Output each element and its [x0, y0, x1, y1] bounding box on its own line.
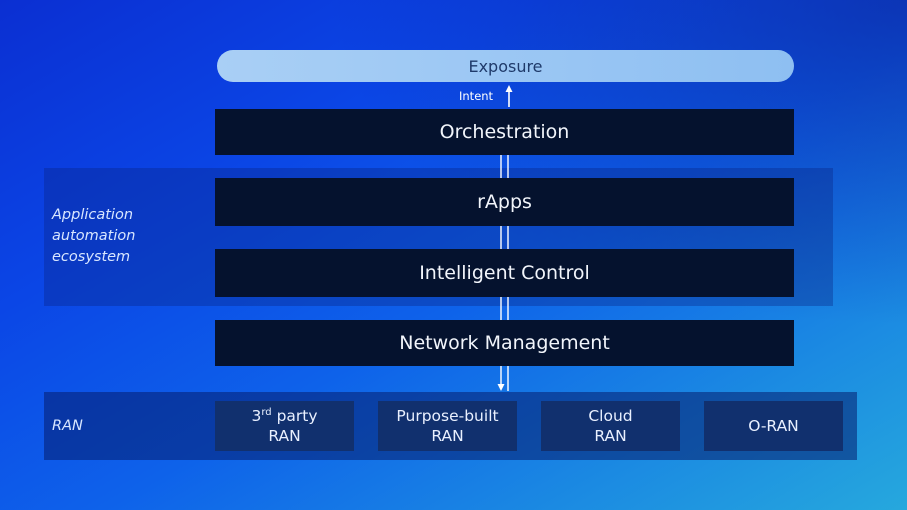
- third-party-ran-label: RAN: [268, 427, 301, 445]
- third-party-number: 3: [251, 407, 262, 425]
- ran-down-arrowhead: [497, 384, 505, 391]
- intent-label: Intent: [459, 89, 494, 103]
- network-management-layer: Network Management: [215, 320, 794, 366]
- cloud-label: Cloud: [588, 407, 633, 425]
- cloud-ran-box: Cloud RAN: [541, 401, 680, 451]
- purpose-built-ran-label: RAN: [431, 427, 464, 445]
- o-ran-label: O-RAN: [748, 417, 799, 435]
- rapps-layer: rApps: [215, 178, 794, 226]
- intent-up-arrowhead: [505, 85, 513, 92]
- third-party-ran-box: 3rd party RAN: [215, 401, 354, 451]
- third-party-ordinal: rd: [261, 406, 272, 418]
- o-ran-box: O-RAN: [704, 401, 843, 451]
- purpose-built-label: Purpose-built: [396, 407, 499, 425]
- exposure-pill: Exposure: [217, 50, 794, 82]
- purpose-built-ran-box: Purpose-built RAN: [378, 401, 517, 451]
- third-party-word: party: [271, 407, 318, 425]
- ran-group-label: RAN: [52, 418, 83, 434]
- application-automation-label: Application automation ecosystem: [52, 207, 136, 265]
- intelligent-control-layer: Intelligent Control: [215, 249, 794, 297]
- cloud-ran-label: RAN: [594, 427, 627, 445]
- orchestration-layer: Orchestration: [215, 109, 794, 155]
